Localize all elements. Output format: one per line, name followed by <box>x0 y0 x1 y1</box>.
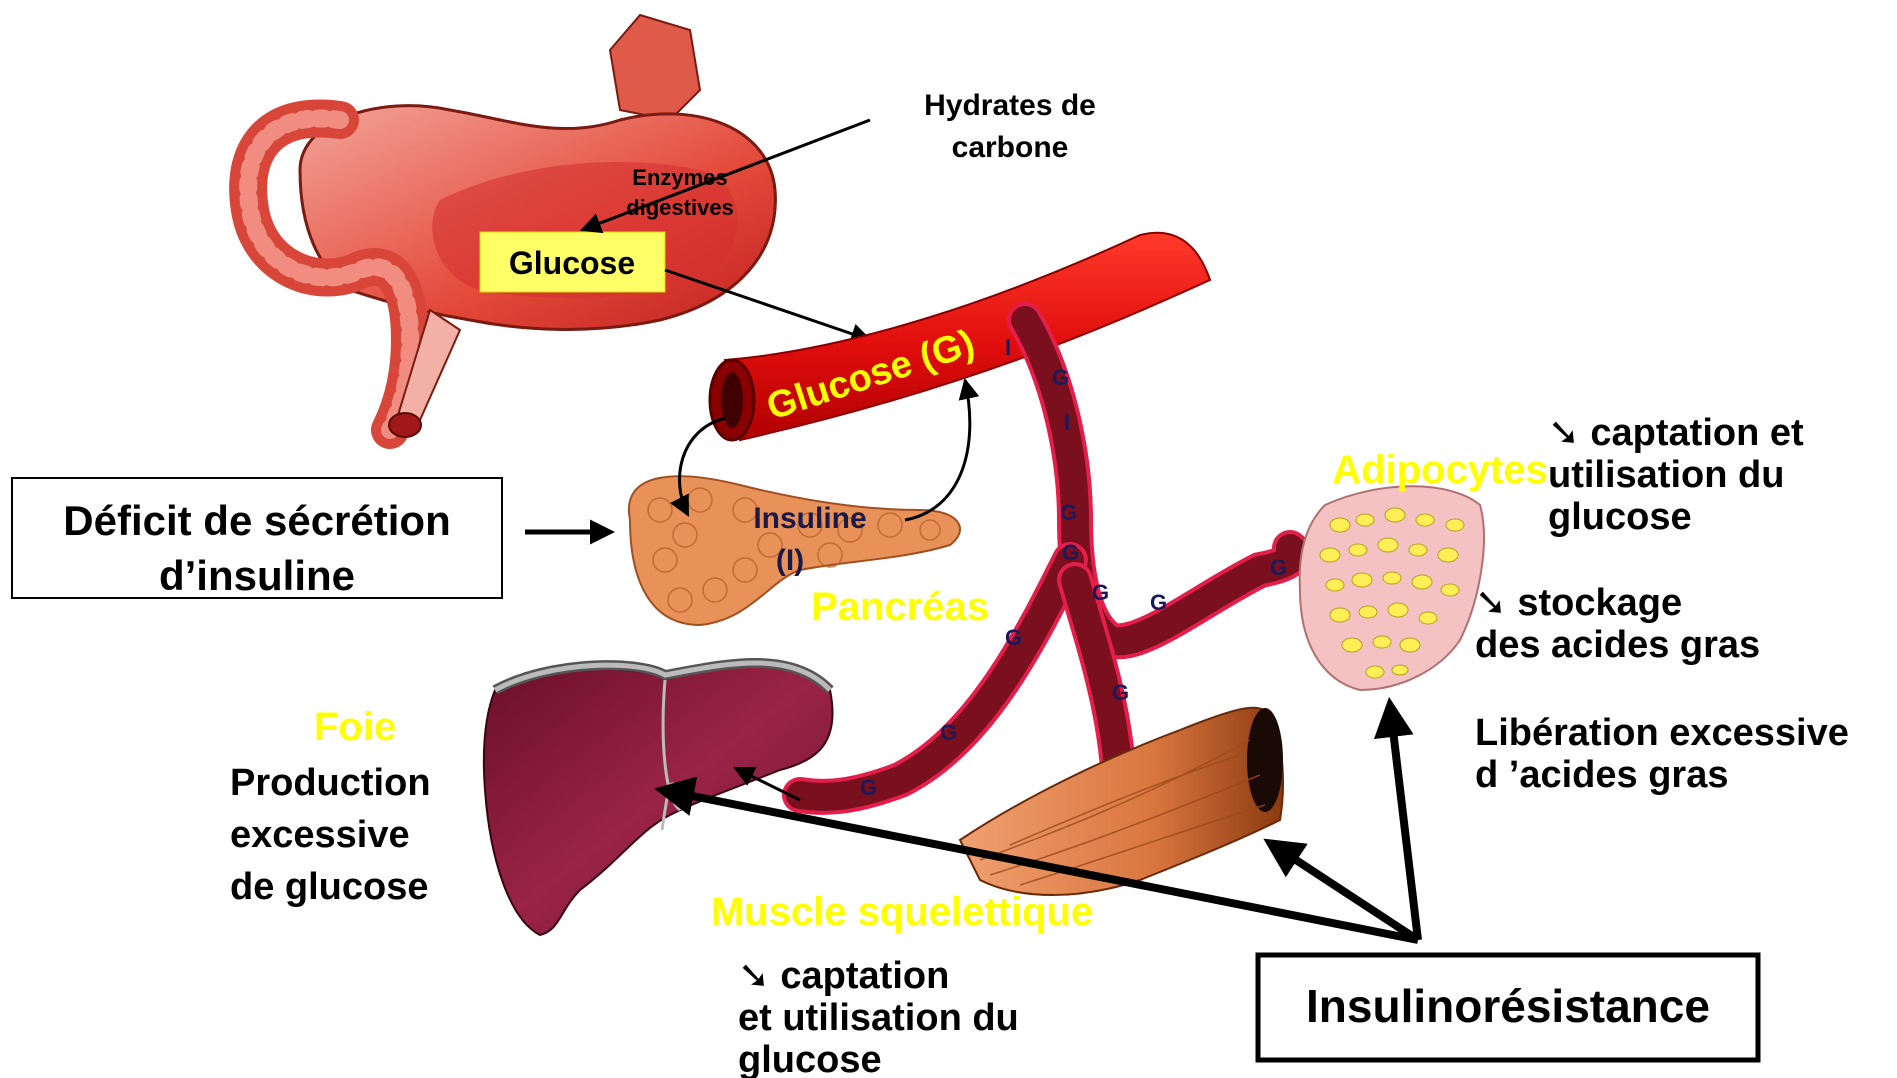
insulin-label-line1: Insuline <box>753 502 866 535</box>
adipocyte-liberation-line2: d ’acides gras <box>1475 754 1728 796</box>
liver-name: Foie <box>314 705 396 749</box>
carbs-label-line2: carbone <box>952 131 1069 164</box>
glucose-box-label: Glucose <box>509 245 635 281</box>
insulin-resistance-label: Insulinorésistance <box>1306 980 1710 1032</box>
vein-marker-g: G <box>1005 625 1022 650</box>
vein-marker-g: G <box>1270 555 1287 580</box>
enzymes-label-line1: Enzymes <box>632 165 727 190</box>
adipocyte-captation-line2: utilisation du <box>1548 454 1784 496</box>
vein-marker-g: G <box>1150 590 1167 615</box>
vein-marker-i: I <box>1005 335 1011 360</box>
adipocyte-liberation-line1: Libération excessive <box>1475 712 1849 754</box>
muscle-text-line1: ➘ captation <box>738 955 949 997</box>
muscle-name: Muscle squelettique <box>711 890 1093 934</box>
carbs-label-line1: Hydrates de <box>924 89 1096 122</box>
glucose-box: Glucose <box>480 232 665 292</box>
deficit-label-line1: Déficit de sécrétion <box>63 497 450 544</box>
vein-marker-g: G <box>940 720 957 745</box>
adipocyte-stockage-line2: des acides gras <box>1475 624 1760 666</box>
resistance-to-adipocyte-arrow <box>1390 705 1418 940</box>
pancreas-name: Pancréas <box>811 585 989 629</box>
vein-marker-i: I <box>1064 410 1070 435</box>
liver-text-line2: excessive <box>230 814 410 856</box>
muscle-text-line2: et utilisation du <box>738 997 1019 1039</box>
liver-text-line1: Production <box>230 762 431 804</box>
liver-text-line3: de glucose <box>230 866 429 908</box>
insulin-resistance-box: Insulinorésistance <box>1258 955 1758 1060</box>
vein-marker-g: G <box>860 775 877 800</box>
insulin-label-line2: (I) <box>776 544 804 577</box>
adipocyte-stockage-line1: ➘ stockage <box>1475 582 1682 624</box>
vein-marker-g: G <box>1060 500 1077 525</box>
vein-marker-g: G <box>1092 580 1109 605</box>
adipocyte-illustration <box>1300 486 1484 690</box>
stomach-intestine-illustration <box>248 15 775 437</box>
vein-marker-g: G <box>1112 680 1129 705</box>
deficit-label-line2: d’insuline <box>159 552 355 599</box>
adipocyte-name: Adipocytes <box>1332 448 1548 492</box>
vein-marker-g: G <box>1052 365 1069 390</box>
deficit-box: Déficit de sécrétion d’insuline <box>12 478 502 599</box>
adipocyte-captation-line1: ➘ captation et <box>1548 412 1804 454</box>
pancreas-to-vessel-arrow <box>905 380 970 520</box>
adipocyte-captation-line3: glucose <box>1548 496 1692 538</box>
vein-marker-g: G <box>1062 540 1079 565</box>
muscle-text-line3: glucose <box>738 1039 882 1078</box>
